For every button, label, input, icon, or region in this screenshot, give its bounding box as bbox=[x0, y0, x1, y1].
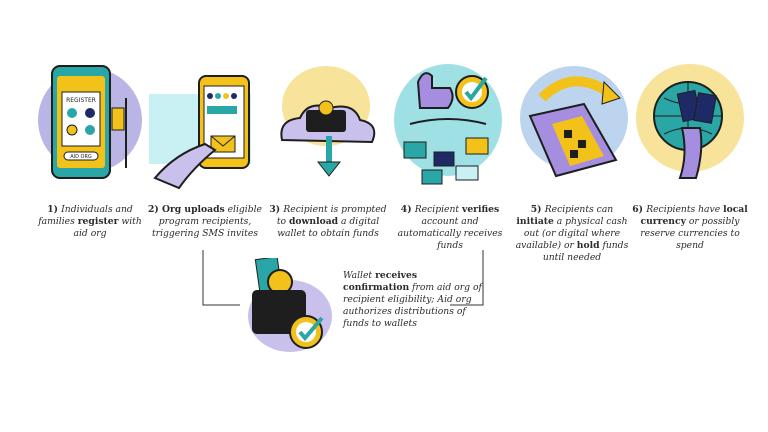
cash-out-illustration bbox=[512, 58, 632, 198]
step-number: 6) bbox=[632, 204, 646, 215]
step-number: 1) bbox=[47, 204, 61, 215]
step-1-caption: 1) Individuals and families register wit… bbox=[30, 204, 150, 240]
phone-button-text: AID ORG bbox=[70, 154, 92, 160]
phone-banner-text: REGISTER bbox=[66, 97, 96, 104]
emphasis-text: register bbox=[78, 216, 119, 227]
sms-invite-phone-illustration bbox=[145, 58, 265, 198]
step-number: 2) bbox=[148, 204, 162, 215]
step-4-caption: 4) Recipient verifies account and automa… bbox=[390, 204, 510, 252]
emphasis-text: Org uploads bbox=[162, 204, 225, 215]
caption-text: Wallet bbox=[343, 270, 375, 281]
step-2-caption: 2) Org uploads eligible program recipien… bbox=[145, 204, 265, 240]
step-5-caption: 5) Recipients can initiate a physical ca… bbox=[512, 204, 632, 264]
caption-text: Recipient bbox=[415, 204, 462, 215]
local-currency-globe-illustration bbox=[630, 58, 750, 198]
wallet-confirmation-caption: Wallet receives confirmation from aid or… bbox=[343, 270, 483, 330]
step-6-caption: 6) Recipients have local currency or pos… bbox=[630, 204, 750, 252]
caption-text: Recipients can bbox=[545, 204, 613, 215]
caption-text: account and automatically receives funds bbox=[398, 216, 503, 251]
step-number: 5) bbox=[531, 204, 545, 215]
caption-text: Recipients have bbox=[646, 204, 723, 215]
register-phone-illustration: REGISTER AID ORG bbox=[30, 58, 150, 198]
emphasis-text: verifies bbox=[462, 204, 499, 215]
step-number: 4) bbox=[401, 204, 415, 215]
emphasis-text: initiate bbox=[516, 216, 553, 227]
wallet-download-illustration bbox=[268, 58, 388, 198]
step-3-caption: 3) Recipient is prompted to download a d… bbox=[268, 204, 388, 240]
emphasis-text: hold bbox=[577, 240, 600, 251]
wallet-confirmation-illustration bbox=[240, 258, 340, 358]
step-number: 3) bbox=[269, 204, 283, 215]
verify-funds-illustration bbox=[390, 58, 510, 198]
emphasis-text: download bbox=[289, 216, 338, 227]
